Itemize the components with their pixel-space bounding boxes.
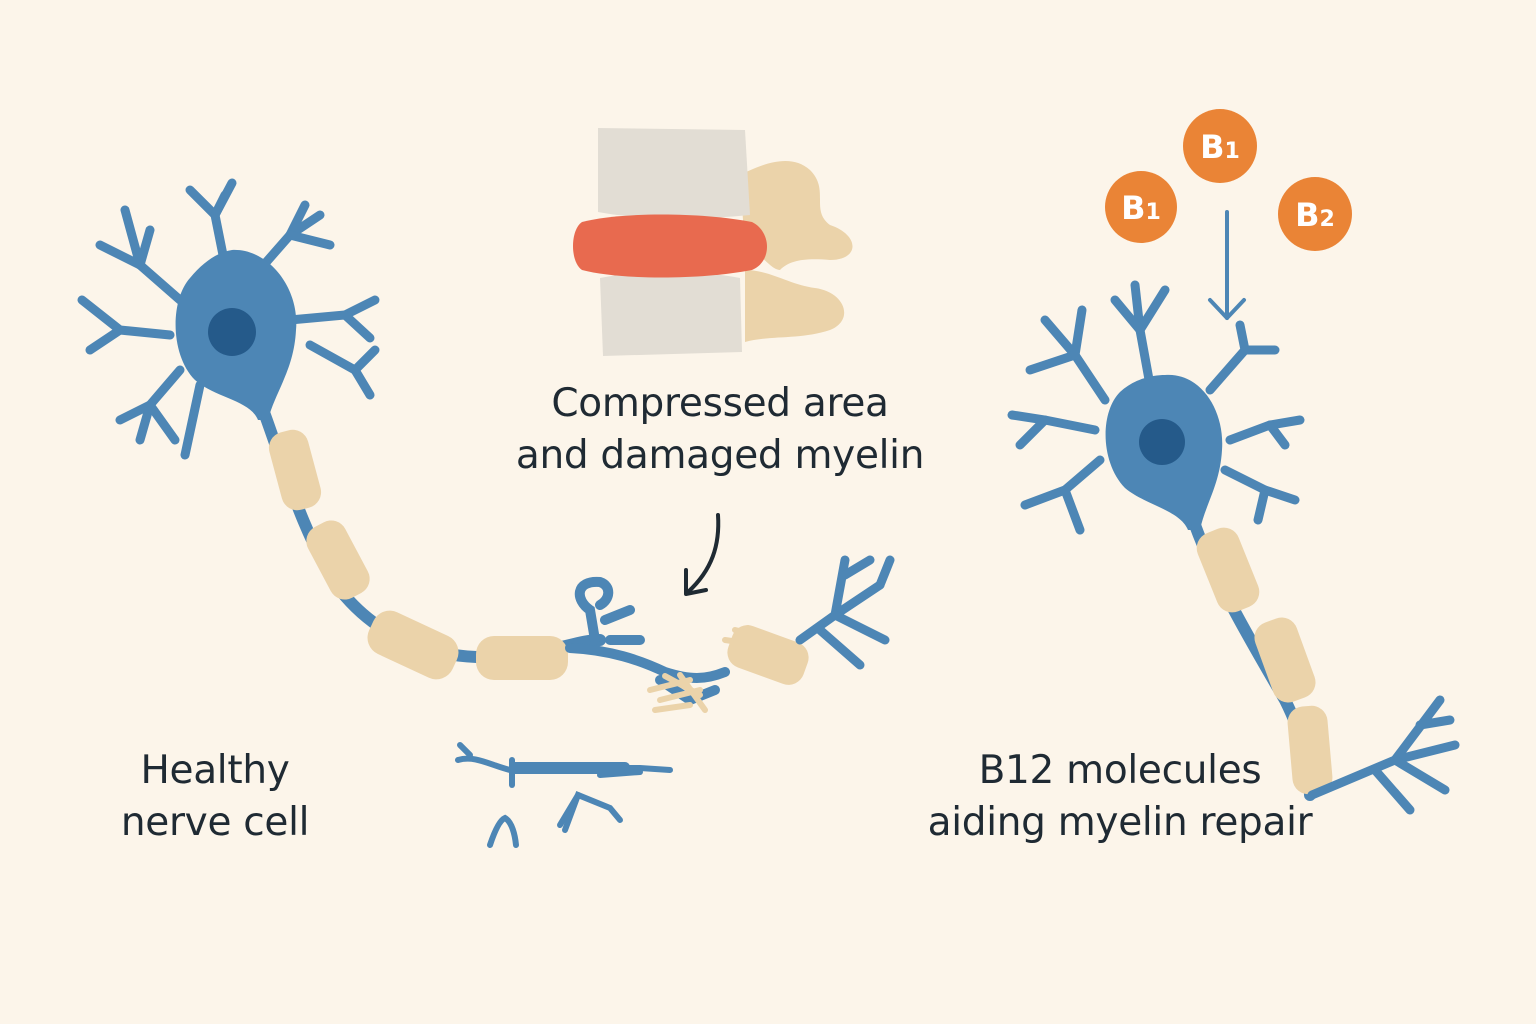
compressed-label-line-1: Compressed area (551, 381, 889, 426)
healthy-dendrites (77, 178, 380, 460)
healthy-label-line-1: Healthy (140, 748, 290, 793)
damaged-section (455, 555, 895, 848)
healthy-nucleus (208, 308, 256, 356)
healthy-myelin (268, 429, 568, 680)
vitamin-label: B2 (1295, 196, 1335, 234)
repair-myelin (1196, 527, 1333, 795)
compressed-label-line-2: and damaged myelin (515, 433, 925, 478)
damaged-terminal (795, 555, 895, 670)
vertebra-process-lower (745, 270, 845, 342)
compressed-label: Compressed area and damaged myelin (470, 378, 970, 482)
vertebra-upper-body (598, 128, 750, 219)
spine-vertebra-icon (573, 128, 853, 356)
repair-label-line-2: aiding myelin repair (927, 800, 1313, 845)
nerve-fragments (455, 742, 673, 848)
repair-label: B12 molecules aiding myelin repair (905, 745, 1335, 849)
repair-terminal (1307, 695, 1460, 815)
vitamin-molecule-icon: B2 (1278, 177, 1352, 251)
vertebra-process-upper (740, 161, 853, 270)
healthy-neuron (77, 178, 606, 680)
damaged-axon (565, 576, 730, 706)
vertebra-lower-body (600, 272, 742, 356)
vitamin-molecules: B1 B1 B2 (1105, 109, 1352, 251)
damaged-myelin (727, 625, 809, 685)
healthy-label: Healthy nerve cell (100, 745, 330, 849)
repair-nucleus (1139, 419, 1185, 465)
down-arrow-icon (1208, 210, 1246, 320)
repairing-neuron (1007, 280, 1460, 815)
repair-label-line-1: B12 molecules (978, 748, 1262, 793)
vitamin-molecule-icon: B1 (1105, 171, 1177, 243)
vitamin-molecule-icon: B1 (1183, 109, 1257, 183)
fragment-core (510, 762, 630, 774)
healthy-label-line-2: nerve cell (120, 800, 310, 845)
down-arrow-icon (684, 513, 721, 596)
vitamin-label: B1 (1200, 128, 1240, 166)
repair-dendrites (1007, 280, 1305, 535)
compressed-disc (573, 214, 767, 278)
vitamin-label: B1 (1121, 189, 1161, 227)
